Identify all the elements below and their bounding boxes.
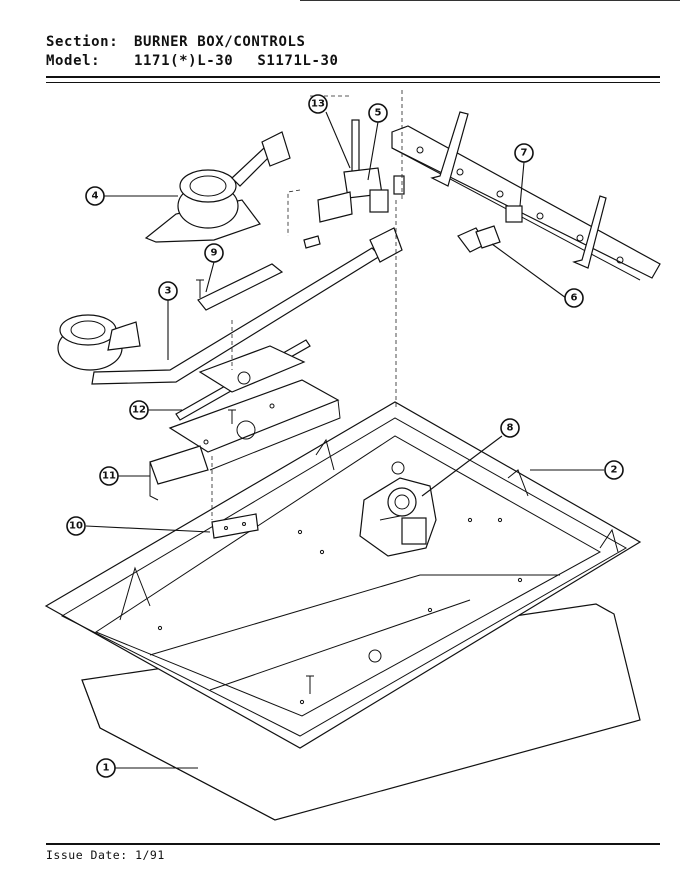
svg-text:10: 10	[69, 521, 83, 532]
top-burner-part	[144, 131, 291, 243]
footer-rule	[46, 843, 660, 845]
callout-6: 6	[564, 288, 584, 308]
header-rule-thin	[46, 82, 660, 83]
svg-text:9: 9	[211, 248, 218, 259]
svg-text:1: 1	[103, 763, 110, 774]
svg-text:5: 5	[375, 108, 382, 119]
valve-part	[303, 119, 405, 249]
callout-13: 13	[308, 94, 328, 114]
svg-text:2: 2	[611, 465, 618, 476]
model-header: Model: 1171(*)L-30 S1171L-30	[46, 53, 339, 69]
bracket-part	[196, 263, 284, 311]
svg-text:4: 4	[92, 191, 99, 202]
model-value-2: S1171L-30	[257, 53, 339, 69]
base-pan-part	[81, 603, 641, 821]
svg-text:7: 7	[521, 148, 528, 159]
callout-8: 8	[500, 418, 520, 438]
callout-12: 12	[129, 400, 149, 420]
leader-lines	[85, 111, 604, 769]
cover-plate-part	[211, 513, 259, 539]
top-edge-rule	[300, 0, 680, 1]
section-header: Section: BURNER BOX/CONTROLS	[46, 34, 306, 50]
burner-support-part	[149, 379, 341, 501]
callout-4: 4	[85, 186, 105, 206]
issue-date: Issue Date: 1/91	[46, 848, 165, 862]
callout-11: 11	[99, 466, 119, 486]
model-value-1: 1171(*)L-30	[134, 53, 234, 69]
svg-text:11: 11	[102, 471, 116, 482]
section-label: Section:	[46, 34, 119, 50]
callout-3: 3	[158, 281, 178, 301]
model-label: Model:	[46, 53, 101, 69]
callout-7: 7	[514, 143, 534, 163]
svg-text:12: 12	[132, 405, 146, 416]
svg-text:13: 13	[311, 99, 325, 110]
burner-box-tray-part	[44, 401, 642, 749]
manifold-part	[391, 111, 661, 281]
bottom-burner-part	[57, 227, 403, 385]
svg-text:3: 3	[165, 286, 172, 297]
svg-text:6: 6	[571, 293, 578, 304]
callout-5: 5	[368, 103, 388, 123]
callout-1: 1	[96, 758, 116, 778]
header-rule-thick	[46, 76, 660, 78]
callout-9: 9	[204, 243, 224, 263]
orifice-fitting-part	[457, 225, 501, 253]
callout-10: 10	[66, 516, 86, 536]
section-value: BURNER BOX/CONTROLS	[134, 34, 306, 50]
pilot-tube-part	[175, 339, 311, 421]
callout-2: 2	[604, 460, 624, 480]
svg-text:8: 8	[507, 423, 514, 434]
regulator-part	[359, 477, 437, 557]
